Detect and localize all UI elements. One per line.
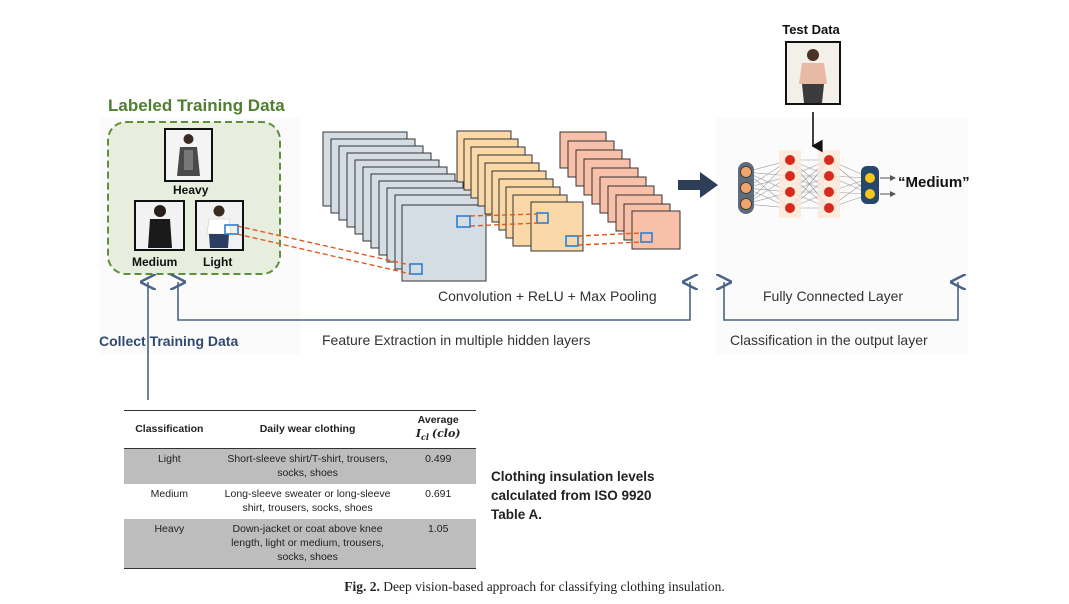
labeled-training-data-title: Labeled Training Data	[108, 96, 285, 115]
table-row: Medium Long-sleeve sweater or long-sleev…	[124, 484, 476, 519]
cell-clothing: Down-jacket or coat above knee length, l…	[214, 519, 401, 570]
person-photo-medium	[134, 200, 185, 251]
cell-clothing: Short-sleeve shirt/T-shirt, trousers, so…	[214, 448, 401, 485]
caption-prefix: Fig. 2.	[344, 579, 380, 594]
feature-extraction-bracket	[178, 282, 690, 321]
cell-value: 0.691	[425, 488, 452, 501]
table-row: Heavy Down-jacket or coat above knee len…	[124, 519, 476, 570]
cell-classification: Medium	[150, 488, 189, 501]
header-icl-sub: cl	[421, 432, 429, 443]
person-photo-test	[785, 41, 841, 105]
feature-extraction-label: Feature Extraction in multiple hidden la…	[322, 332, 591, 348]
header-icl-symbol: I	[415, 427, 422, 440]
table-row: Light Short-sleeve shirt/T-shirt, trouse…	[124, 448, 476, 485]
header-icl-unit: (clo)	[431, 427, 461, 440]
insulation-note: Clothing insulation levels calculated fr…	[491, 469, 655, 522]
cell-classification: Heavy	[124, 519, 215, 570]
output-label: “Medium”	[898, 174, 970, 191]
image-label-medium: Medium	[132, 255, 178, 269]
image-label-light: Light	[203, 255, 233, 269]
feature-connectors	[236, 213, 642, 275]
clothing-insulation-table: Classification Daily wear clothing Avera…	[124, 409, 476, 570]
header-average: Average Icl (clo)	[400, 409, 476, 450]
figure-caption: Fig. 2. Deep vision-based approach for c…	[0, 579, 1069, 595]
cell-value: 0.499	[400, 448, 476, 485]
neural-network-icon	[738, 150, 896, 218]
cell-classification: Light	[124, 448, 215, 485]
test-data-title: Test Data	[782, 22, 840, 37]
table-header-row: Classification Daily wear clothing Avera…	[124, 409, 476, 450]
flow-arrows	[148, 282, 958, 400]
classification-bracket	[724, 282, 958, 321]
cell-clothing: Long-sleeve sweater or long-sleeve shirt…	[224, 488, 391, 515]
image-label-heavy: Heavy	[173, 183, 209, 197]
conv-stack-salmon	[559, 131, 681, 250]
conv-layer-label: Convolution + ReLU + Max Pooling	[438, 288, 657, 304]
header-clothing: Daily wear clothing	[214, 409, 401, 450]
caption-text: Deep vision-based approach for classifyi…	[383, 579, 725, 594]
fc-layer-label: Fully Connected Layer	[763, 288, 904, 304]
collect-training-data-label: Collect Training Data	[99, 333, 239, 349]
person-photo-heavy	[164, 128, 213, 182]
header-classification: Classification	[124, 409, 215, 450]
classification-output-label: Classification in the output layer	[730, 332, 928, 348]
cell-value: 1.05	[400, 519, 476, 570]
person-photo-light	[195, 200, 244, 251]
header-average-line1: Average	[417, 414, 459, 426]
arrow-right-icon	[678, 172, 718, 198]
background-panel	[716, 118, 968, 354]
conv-stack-grey	[322, 131, 487, 282]
conv-stack-orange	[456, 130, 584, 252]
